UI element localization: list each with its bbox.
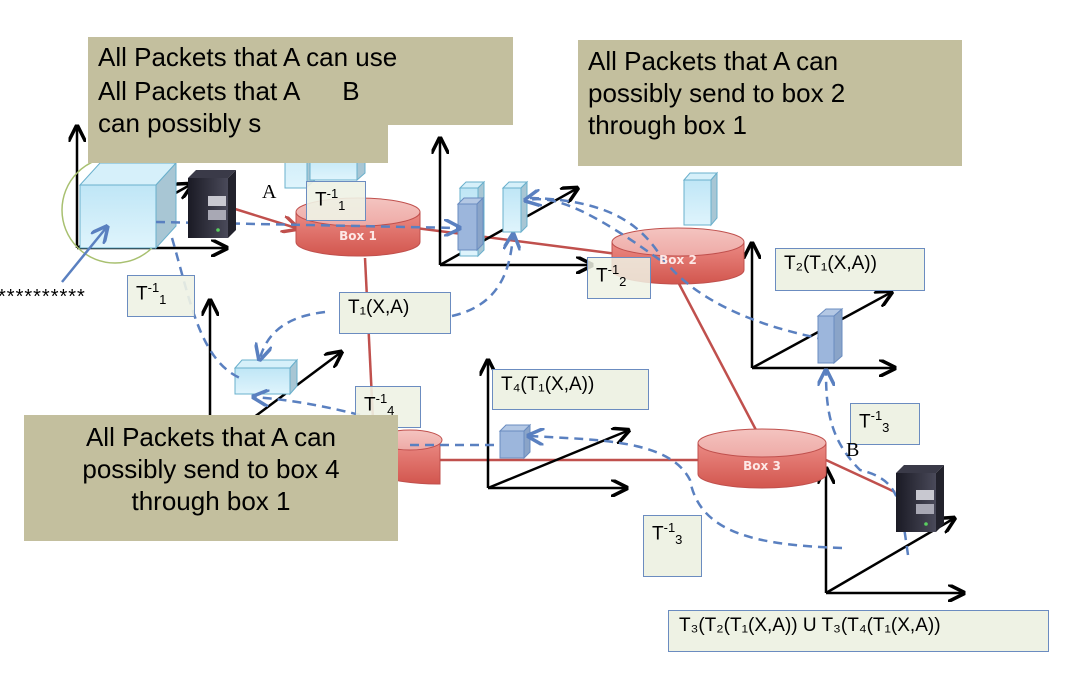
- link-box2-box3: [674, 277, 758, 431]
- flow-box1out-return: [527, 199, 661, 262]
- t-inv-3-right-label: T-13: [850, 403, 920, 445]
- box3[interactable]: [697, 428, 827, 489]
- packet-set-box2-out: [816, 307, 844, 365]
- link-a-box1: [231, 206, 296, 228]
- flow-b-to-box2-out: [826, 372, 910, 556]
- callout-box4-line2: possibly send to box 4: [82, 454, 340, 484]
- packet-set-box1-out: [456, 180, 529, 258]
- flow-t1-to-box4-in: [260, 310, 326, 358]
- callout-box2: All Packets that A can possibly send to …: [578, 40, 962, 166]
- packet-set-box4-out: [498, 423, 532, 460]
- t4t1-set-label: T₄(T₁(X,A)): [492, 369, 649, 410]
- box2-label: Box 2: [659, 253, 697, 267]
- final-set-label: T₃(T₂(T₁(X,A)) U T₃(T₄(T₁(X,A)): [668, 610, 1049, 652]
- host-a-label: A: [262, 181, 277, 203]
- t-inv-1-top-label: T-11: [306, 181, 366, 221]
- t1-set-label: T₁(X,A): [339, 292, 451, 334]
- packet-set-box4-in: [233, 358, 299, 396]
- t-inv-3-bottom-label: T-13: [643, 515, 702, 577]
- flow-t1-to-box1-out: [451, 236, 513, 318]
- axes-box4-out: [488, 362, 627, 488]
- callout-box4-line1: All Packets that A can: [85, 422, 337, 452]
- link-box3-b: [825, 458, 896, 494]
- box3-label: Box 3: [743, 459, 781, 473]
- callout-box4-line3: through box 1: [131, 486, 291, 516]
- packet-set-box2-top: [682, 171, 719, 227]
- callout-box4: All Packets that A can possibly send to …: [24, 415, 398, 541]
- flow-box4-in-return: [255, 397, 361, 417]
- t-inv-1-left-label: T-11: [127, 275, 195, 317]
- dashed-flows: [155, 196, 910, 556]
- pointer-arrow: [61, 228, 106, 283]
- callout-box2-line1: All Packets that A can: [588, 46, 839, 76]
- t2t1-set-label: T₂(T₁(X,A)): [775, 248, 925, 291]
- packet-set-source: [78, 161, 178, 250]
- callout-box2-line3: through box 1: [588, 110, 748, 140]
- callout-box2-line2: possibly send to box 2: [588, 78, 846, 108]
- box1-label: Box 1: [339, 229, 377, 243]
- flow-source-down: [170, 237, 241, 380]
- callout-top-left-front: All Packets that A B can possibly s: [88, 75, 388, 163]
- callout-top-left-line3: can possibly s: [98, 108, 262, 138]
- server-b-icon[interactable]: [896, 465, 944, 532]
- flow-dest-to-box4-out: [530, 436, 843, 550]
- server-a-icon[interactable]: [188, 170, 236, 238]
- stars-text: **********: [0, 286, 86, 308]
- links: [231, 206, 896, 494]
- flow-box2-to-box2-out: [529, 196, 819, 340]
- host-b-label: B: [846, 439, 860, 461]
- callout-top-left-line2: All Packets that A B: [98, 76, 360, 106]
- callout-top-left-line1: All Packets that A can use: [98, 42, 398, 72]
- t-inv-2-label: T-12: [587, 257, 651, 299]
